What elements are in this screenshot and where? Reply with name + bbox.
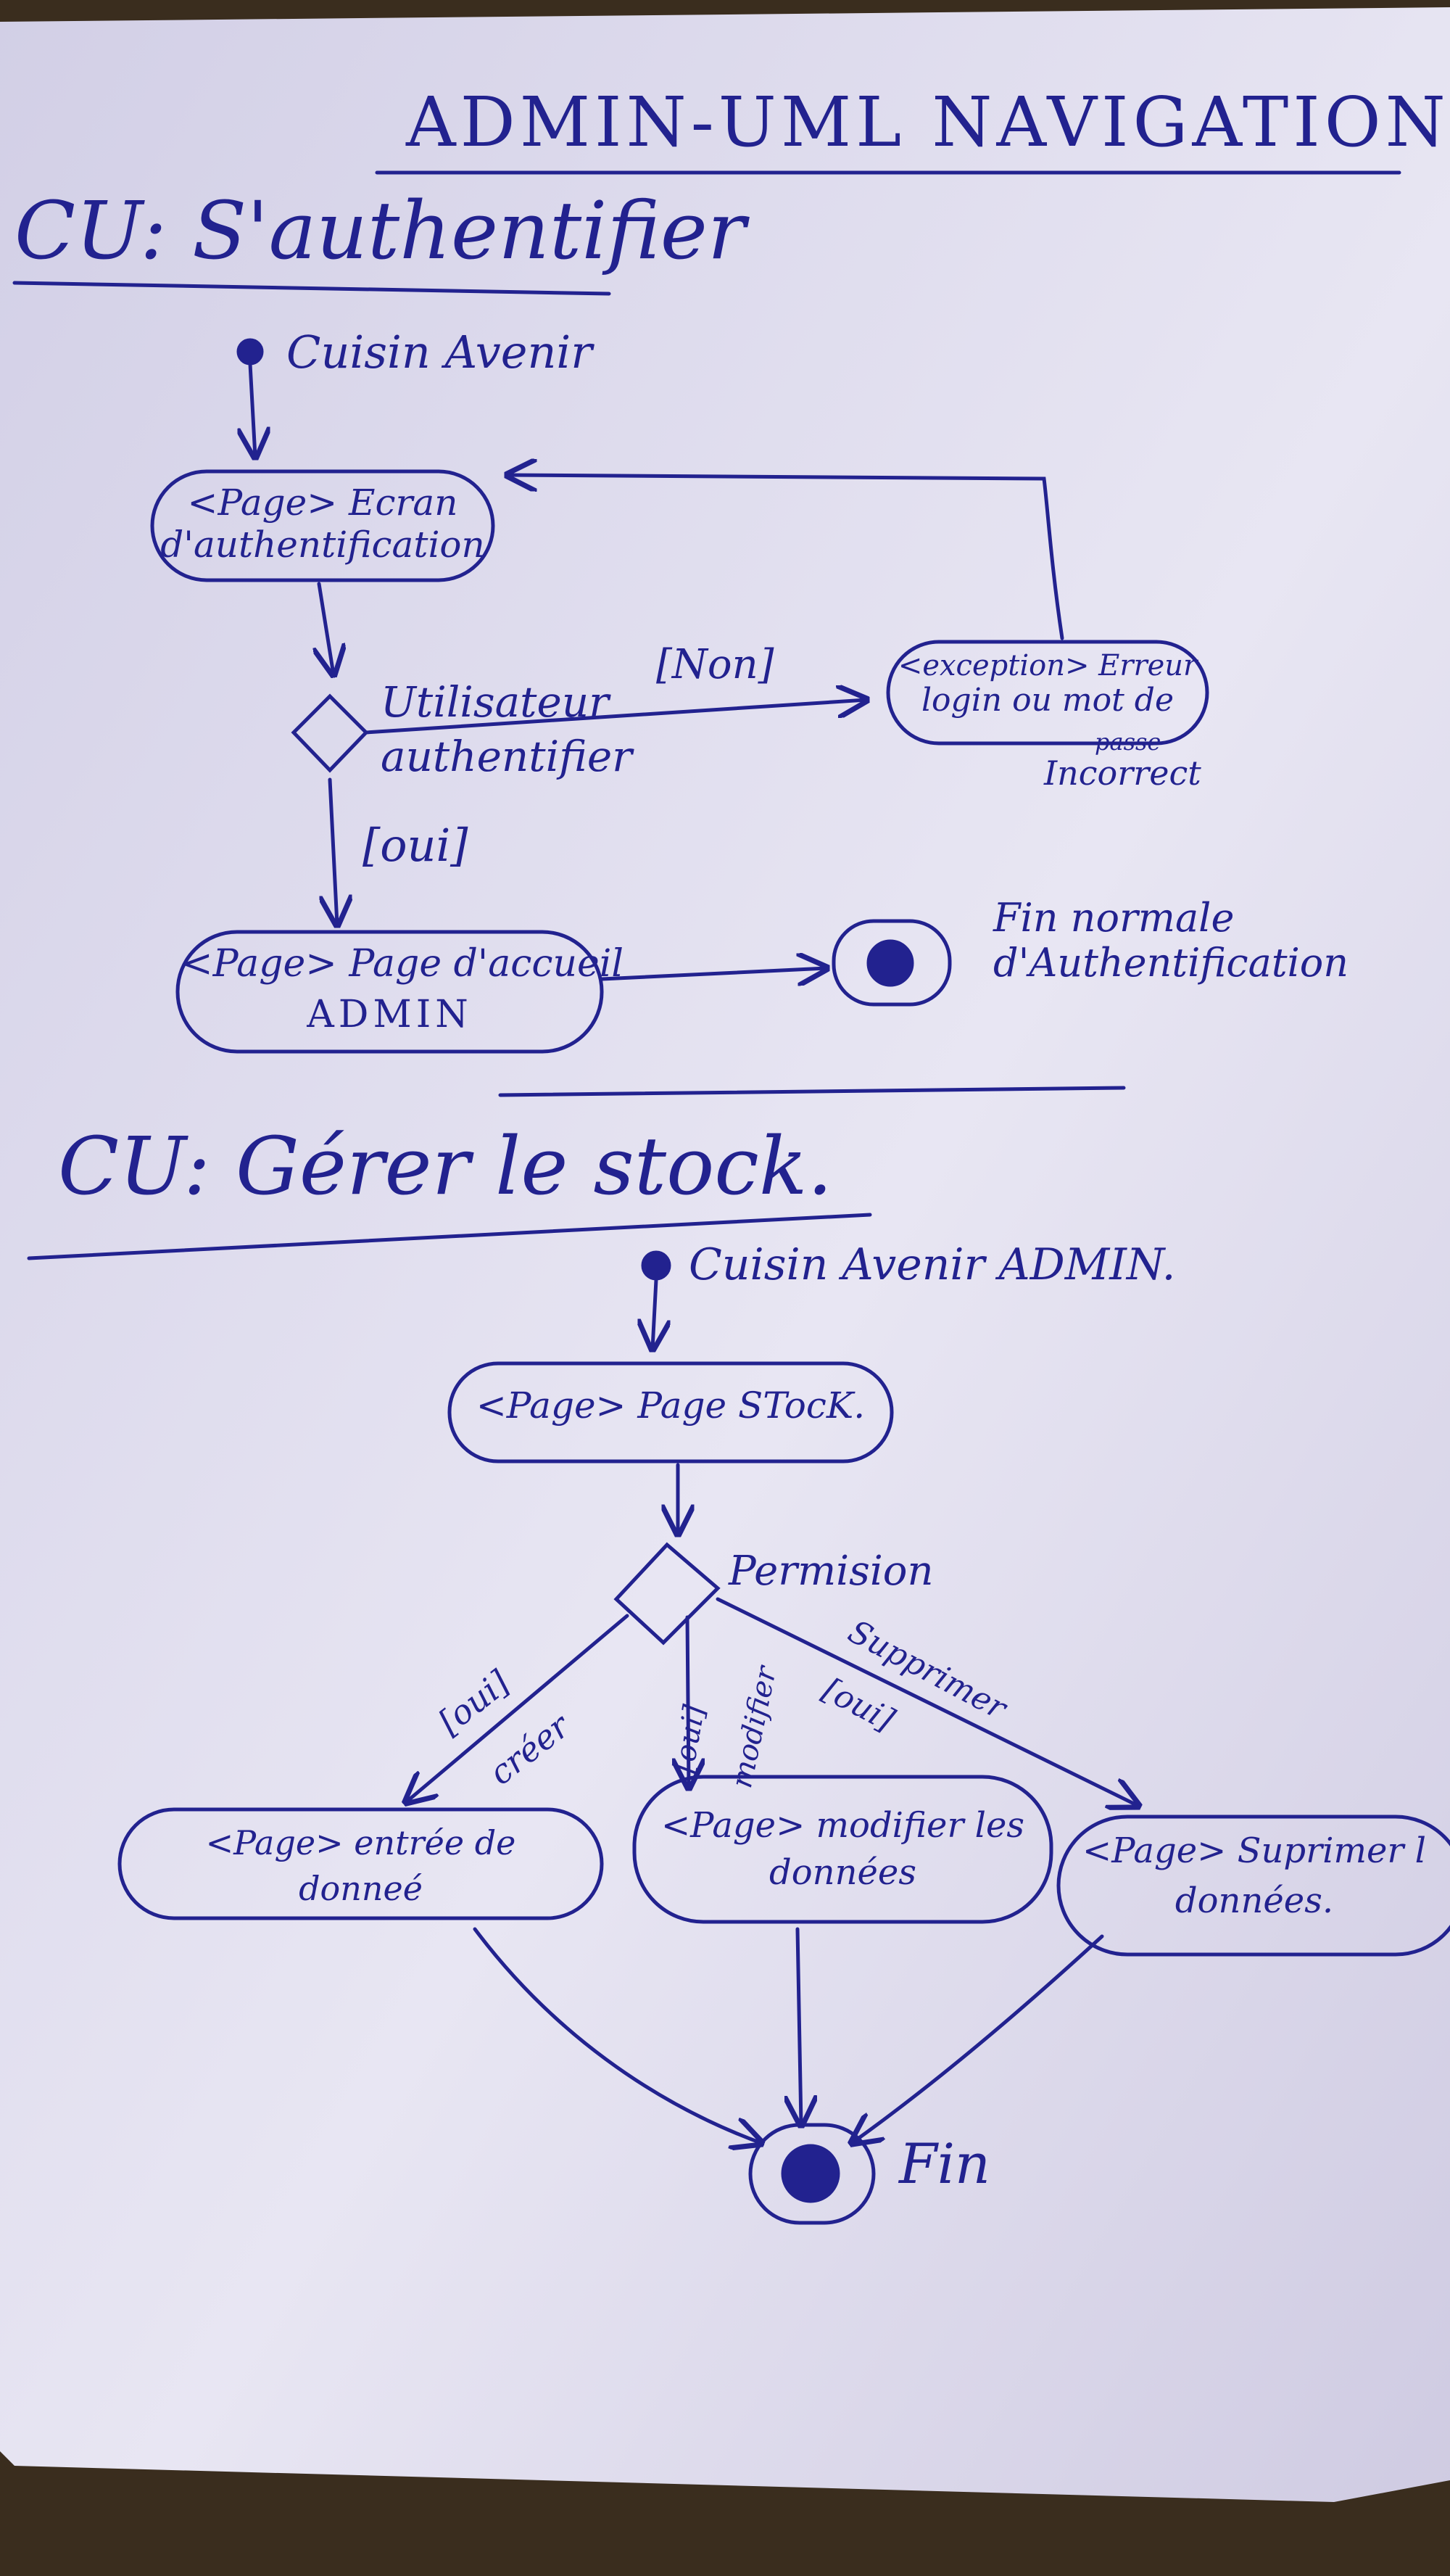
- edge-delete-to-end: [852, 1934, 1104, 2143]
- node-delete-line2: données.: [1174, 1881, 1334, 1922]
- section2-decision-label: Permision: [729, 1548, 934, 1595]
- node-login-page-line2: d'authentification: [160, 523, 485, 566]
- section1-decision-shape: [291, 693, 369, 773]
- node-home-line1: <Page> Page d'accueil: [181, 942, 624, 986]
- section1-decision-label: Utilisateur authentifier: [381, 678, 632, 780]
- edge-decision-create: [406, 1614, 629, 1802]
- section1-start-node: [236, 338, 264, 366]
- guard-yes: [oui]: [362, 819, 468, 872]
- node-error-line3: passe: [1095, 728, 1161, 756]
- node-entry-shape: [117, 1807, 604, 1920]
- edge-modify-to-end: [798, 1927, 801, 2125]
- section1-end-node-inner: [866, 939, 914, 987]
- node-home: <Page> Page d'accueil ADMIN: [181, 942, 624, 1037]
- section1-end-label-line1: Fin normale: [993, 895, 1235, 941]
- section1-start-label: Cuisin Avenir: [286, 326, 592, 379]
- node-entry-line1: <Page> entrée de: [205, 1823, 516, 1862]
- node-login-page-shape: [150, 469, 495, 582]
- edge-error-back-to-login: [508, 475, 1064, 640]
- node-error-line2: login ou mot de: [921, 682, 1174, 719]
- node-delete-line1: <Page> Suprimer l: [1082, 1830, 1426, 1871]
- section2-start-node: [641, 1250, 671, 1281]
- node-modify: <Page> modifier les données: [638, 1805, 1048, 1894]
- node-home-line2: ADMIN: [307, 992, 473, 1036]
- node-stock-shape: [447, 1361, 894, 1464]
- node-error-line1: <exception> Erreur: [898, 649, 1198, 682]
- node-modify-shape: [632, 1775, 1053, 1924]
- node-home-shape: [175, 930, 604, 1054]
- section2-end-node-inner: [781, 2144, 840, 2203]
- section1-decision-label-line1: Utilisateur: [381, 677, 609, 727]
- node-entry-line2: donneé: [299, 1868, 423, 1908]
- edge-decision-delete: [716, 1597, 1138, 1806]
- section1-end-node-outer: [832, 919, 952, 1007]
- node-entry: <Page> entrée de donneé: [123, 1824, 598, 1908]
- node-login-page: <Page> Ecran d'authentification: [156, 482, 489, 566]
- section2-decision-shape: [613, 1542, 721, 1646]
- edge-decision-modify: [687, 1615, 689, 1788]
- node-delete: <Page> Suprimer l données.: [1062, 1830, 1446, 1922]
- section1-end-label-line2: d'Authentification: [993, 940, 1349, 986]
- edge-start-to-login: [250, 362, 255, 457]
- edge-entry-to-end: [473, 1927, 761, 2143]
- edge-start-to-stock: [652, 1278, 656, 1349]
- edge-home-to-end: [600, 968, 826, 979]
- edge-decision-no: [364, 700, 866, 735]
- section1-heading: CU: S'authentifier: [14, 184, 746, 277]
- section2-heading-underline: [27, 1213, 872, 1260]
- edge-decision-yes: [330, 777, 337, 925]
- node-login-page-line1: <Page> Ecran: [187, 482, 458, 524]
- node-stock: <Page> Page STocK.: [476, 1384, 866, 1427]
- node-error-shape: [886, 640, 1209, 746]
- section2-heading: CU: Gérer le stock.: [58, 1120, 833, 1213]
- node-error: <exception> Erreur login ou mot de: [892, 649, 1204, 719]
- node-modify-line1: <Page> modifier les: [660, 1805, 1025, 1846]
- node-error-line4: Incorrect: [1044, 754, 1201, 793]
- section2-start-label: Cuisin Avenir ADMIN.: [689, 1239, 1176, 1290]
- page-title: ADMIN-UML NAVIGATION: [406, 83, 1450, 162]
- paper-background: [0, 7, 1450, 2502]
- section-separator: [498, 1086, 1126, 1097]
- section2-end-label: Fin: [899, 2131, 990, 2196]
- node-delete-shape: [1056, 1815, 1450, 1957]
- section2-end-node-outer: [748, 2123, 876, 2225]
- section1-end-label: Fin normale d'Authentification: [993, 895, 1349, 986]
- guard-no: [Non]: [656, 641, 774, 688]
- section1-heading-underline: [12, 281, 611, 296]
- node-modify-line2: données: [769, 1852, 916, 1894]
- edge-login-to-decision: [319, 582, 334, 674]
- section1-decision-label-line2: authentifier: [381, 731, 632, 781]
